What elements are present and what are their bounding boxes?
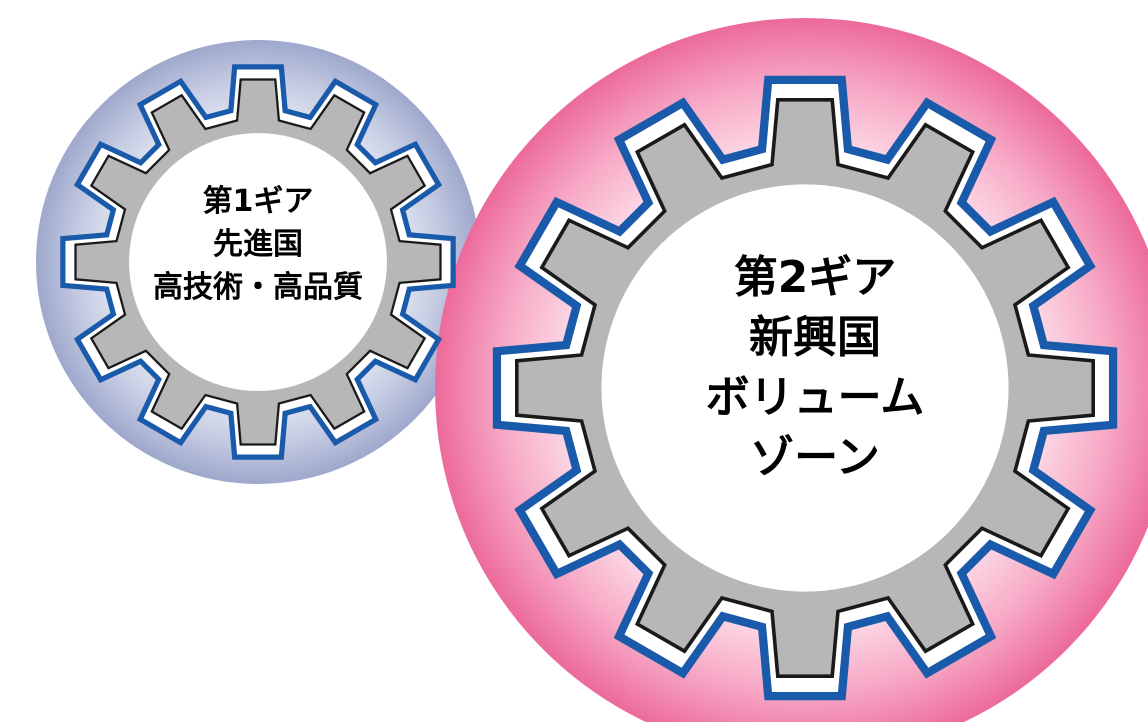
gear2-region: 新興国 xyxy=(749,312,881,363)
gear1-region: 先進国 xyxy=(213,227,303,262)
gear1-label: 第1ギア 先進国 高技術・高品質 xyxy=(118,180,398,309)
gear1-icon xyxy=(60,64,456,460)
gear1-title: 第1ギア xyxy=(202,184,314,219)
gear2-feature-2: ゾーン xyxy=(750,432,880,483)
gear2-title: 第2ギア xyxy=(733,252,897,303)
gear1-feature: 高技術・高品質 xyxy=(153,270,363,305)
gear2-label: 第2ギア 新興国 ボリューム ゾーン xyxy=(665,248,965,488)
gear2-icon xyxy=(492,75,1118,701)
gear2-feature-1: ボリューム xyxy=(705,372,925,423)
gear2-center xyxy=(601,184,1009,592)
gear1-center xyxy=(129,133,387,391)
